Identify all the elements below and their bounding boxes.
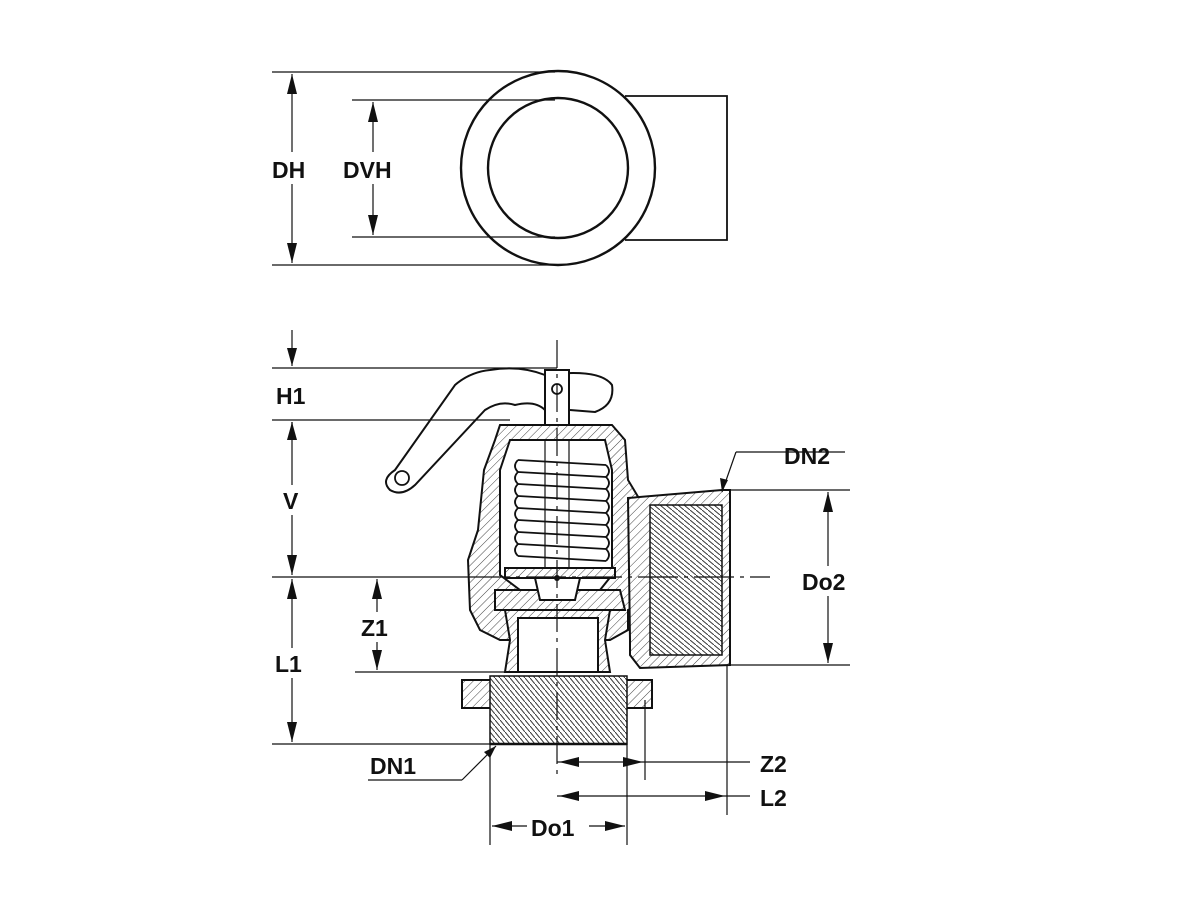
l2-label: L2 <box>760 785 787 811</box>
outlet-thread <box>649 504 723 656</box>
top-view: DH DVH <box>270 69 728 267</box>
section-view: H1 V L1 Z1 DN1 DN2 Do2 <box>272 330 858 845</box>
dvh-label: DVH <box>343 157 392 183</box>
inlet-thread <box>489 675 628 745</box>
v-label: V <box>283 488 299 514</box>
l1-label: L1 <box>275 651 302 677</box>
lever-handle <box>385 367 546 494</box>
top-view-inner-circle <box>486 96 630 240</box>
z2-label: Z2 <box>760 751 787 777</box>
top-view-outer-circle <box>459 69 657 267</box>
dn1-label: DN1 <box>370 753 416 779</box>
top-view-outlet-stub <box>625 95 728 241</box>
dn2-label: DN2 <box>784 443 830 469</box>
h1-label: H1 <box>276 383 306 409</box>
z1-label: Z1 <box>361 615 388 641</box>
do1-label: Do1 <box>531 815 575 841</box>
do2-label: Do2 <box>802 569 845 595</box>
spring <box>514 440 610 577</box>
dh-label: DH <box>272 157 305 183</box>
